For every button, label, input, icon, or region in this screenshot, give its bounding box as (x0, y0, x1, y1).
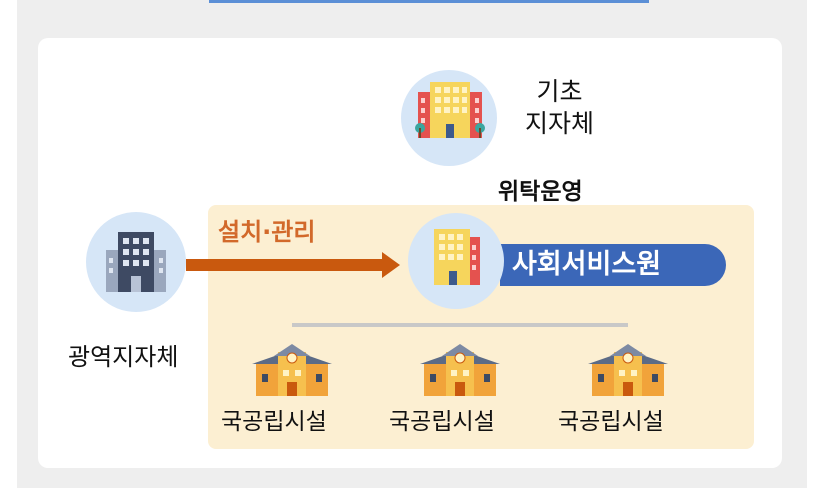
school-icon (420, 344, 500, 396)
school-icon (252, 344, 332, 396)
colorful-building-icon (415, 82, 485, 138)
kiso-label-line2: 지자체 (525, 109, 595, 138)
social-service-pill (500, 244, 726, 286)
gwangyeok-label: 광역지자체 (68, 343, 179, 371)
divider-line (292, 323, 628, 327)
top-accent-bar (209, 0, 649, 3)
building-icon (434, 229, 480, 285)
social-service-label: 사회서비스원 (512, 249, 662, 280)
kiso-label-line1: 기초 (536, 77, 583, 106)
arrow-head-icon (382, 252, 400, 278)
seolchi-label: 설치·관리 (218, 218, 316, 246)
facility-label-1: 국공립시설 (221, 409, 327, 435)
arrow-shaft (186, 259, 384, 271)
facility-label-3: 국공립시설 (558, 409, 664, 435)
facility-label-2: 국공립시설 (389, 409, 495, 435)
school-icon (588, 344, 668, 396)
kiso-label: 기초 지자체 (525, 76, 594, 140)
wituk-label: 위탁운영 (498, 179, 583, 205)
office-building-icon (106, 232, 166, 292)
